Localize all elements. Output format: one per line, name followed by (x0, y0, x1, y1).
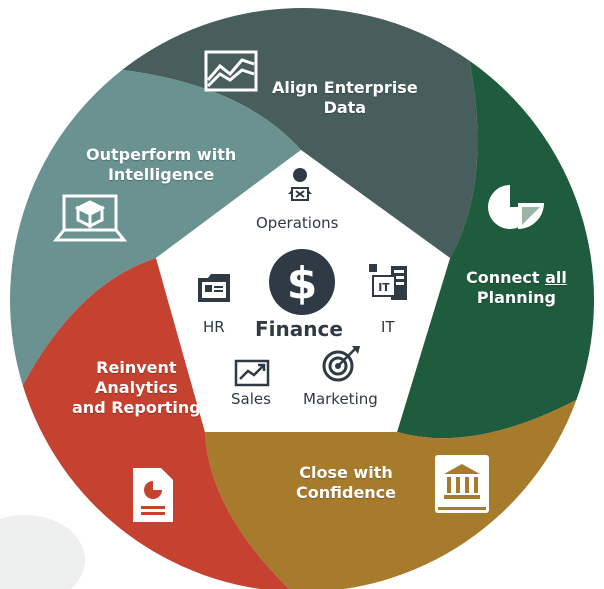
pie-chart-icon (488, 185, 544, 229)
align-line1: Align Enterprise (272, 78, 418, 97)
report-document-icon (133, 468, 173, 522)
sales-label: Sales (231, 390, 271, 408)
server-it-icon: IT (369, 264, 407, 300)
marketing-label: Marketing (303, 390, 378, 408)
connect-all: all (545, 268, 567, 287)
close-with-confidence-label: Close with Confidence (296, 463, 396, 503)
close-line2: Confidence (296, 483, 397, 502)
outperform-intelligence-label: Outperform with Intelligence (86, 145, 236, 185)
laptop-cube-icon (52, 194, 128, 242)
outperform-line2: Intelligence (107, 165, 215, 184)
reinvent-line1: Reinvent (96, 358, 177, 377)
reinvent-line3: and Reporting (72, 398, 201, 417)
segment-align (122, 8, 478, 259)
connect-line2: Planning (476, 288, 556, 307)
segment-outperform (10, 69, 302, 386)
target-icon (322, 346, 360, 382)
reinvent-analytics-label: Reinvent Analytics and Reporting (72, 358, 201, 418)
align-enterprise-data-label: Align Enterprise Data (272, 78, 418, 118)
hr-label: HR (203, 318, 225, 336)
connect-line1: Connect all (466, 268, 567, 288)
segment-close (205, 399, 577, 589)
background-shadow (0, 515, 85, 589)
operator-person-icon (288, 168, 312, 201)
align-line2: Data (323, 98, 367, 117)
connect-prefix: Connect (466, 268, 546, 287)
line-chart-icon (204, 50, 258, 92)
it-label: IT (381, 318, 395, 336)
trend-chart-icon (234, 359, 270, 387)
connect-all-planning-label: Connect all Planning (466, 268, 567, 308)
segment-reinvent (22, 258, 290, 589)
operations-label: Operations (256, 214, 339, 232)
reinvent-line2: Analytics (95, 378, 178, 397)
segment-connect (397, 60, 595, 439)
id-folder-icon (198, 274, 230, 302)
dollar-coin-icon: $ (269, 249, 335, 315)
bank-ledger-icon (435, 455, 489, 513)
dollar-symbol: $ (287, 258, 318, 309)
finance-title: Finance (255, 317, 343, 341)
outperform-line1: Outperform with (86, 145, 237, 164)
close-line1: Close with (299, 463, 393, 482)
it-badge-text: IT (378, 281, 390, 294)
